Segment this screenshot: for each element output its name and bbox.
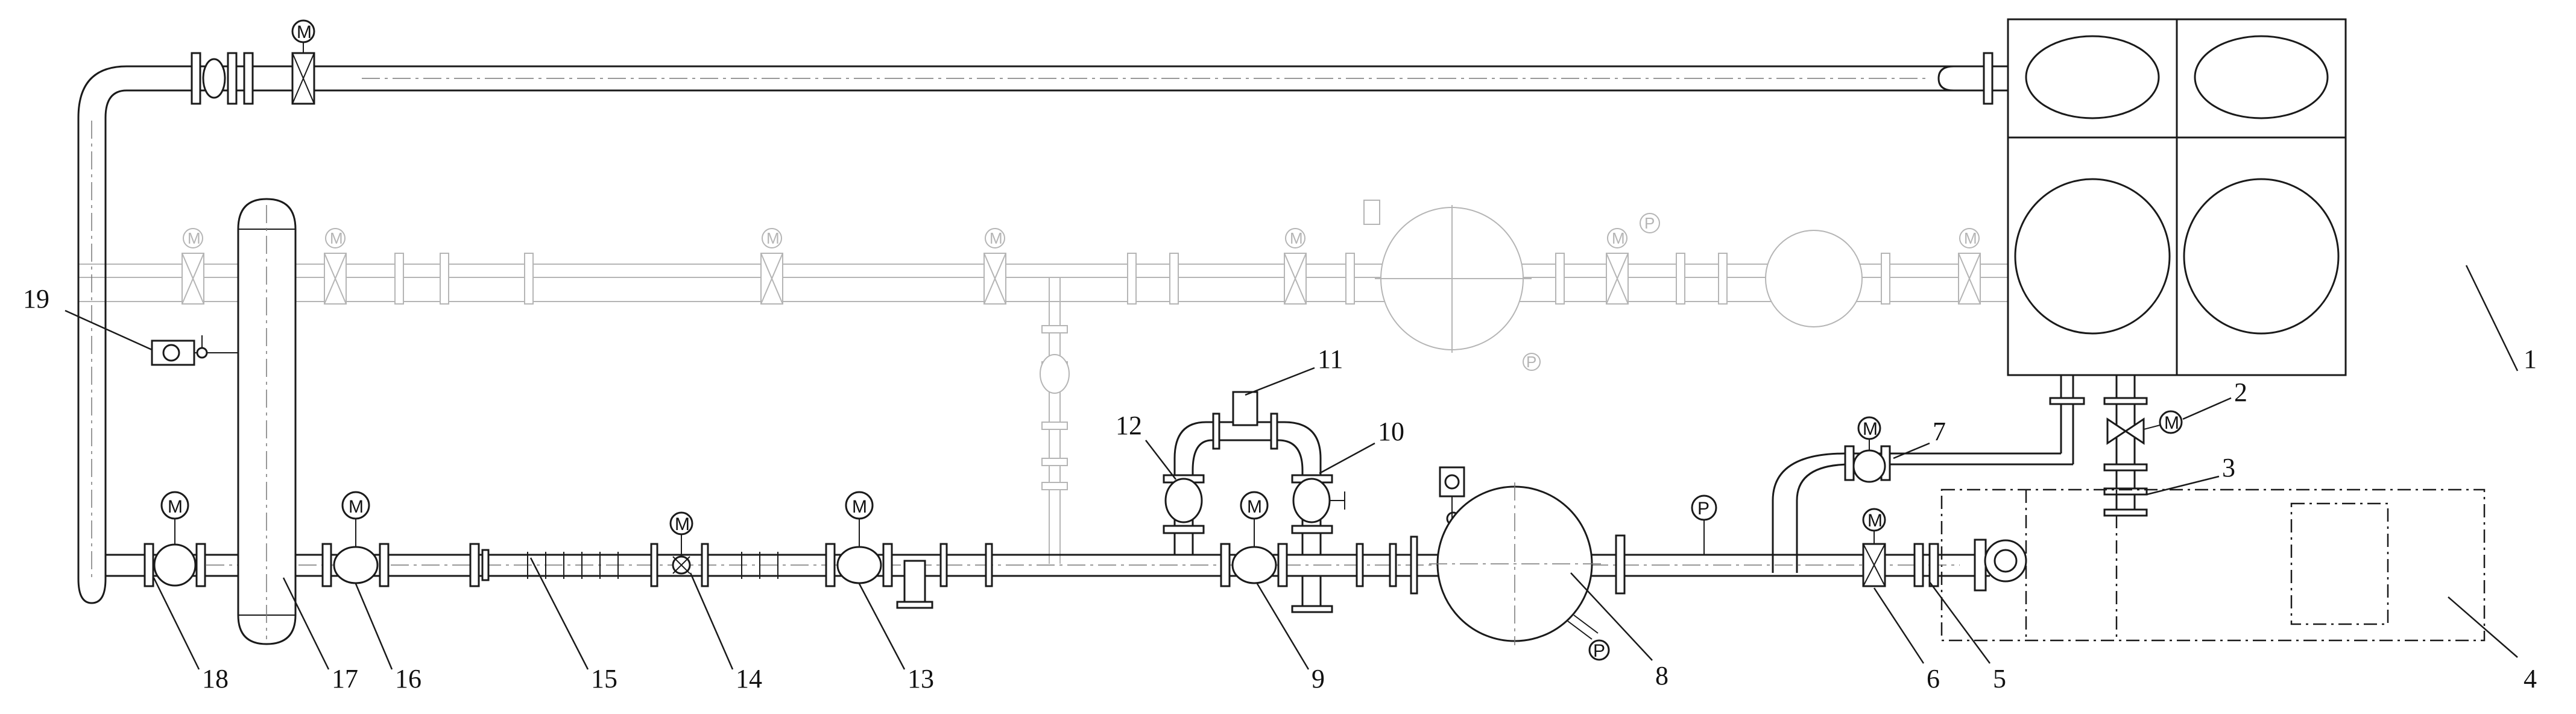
callout-12: 12 xyxy=(1116,411,1142,440)
callout-19: 19 xyxy=(23,284,49,314)
top-flange xyxy=(1983,52,1994,105)
ghost-valve-f: M xyxy=(1606,228,1629,305)
callout-4: 4 xyxy=(2524,664,2537,693)
callout-10: 10 xyxy=(1378,417,1404,446)
callout-5: 5 xyxy=(1993,664,2006,693)
callout-11: 11 xyxy=(1318,344,1343,374)
water-tank xyxy=(2007,18,2347,376)
ghost-valve-b: M xyxy=(324,228,347,305)
motor-symbol: M xyxy=(675,514,690,534)
valve-9 xyxy=(1231,546,1277,584)
valve-13: M xyxy=(741,491,993,609)
loop-valve-10 xyxy=(1292,478,1331,523)
motor-symbol: M xyxy=(2164,413,2179,433)
motor-symbol: M xyxy=(852,497,867,517)
ghost-motor-symbol: M xyxy=(766,229,780,247)
loop-flange xyxy=(1163,525,1205,534)
ghost-valve-d: M xyxy=(983,228,1006,305)
loop-valve-12 xyxy=(1164,478,1203,523)
ghost-motor-symbol: M xyxy=(990,229,1003,247)
valve-14: M xyxy=(650,511,709,587)
callout-8: 8 xyxy=(1655,661,1668,690)
tank-panel-circle xyxy=(2014,178,2171,335)
main-supply-pipe xyxy=(77,554,1990,604)
tank-outlet-pipes: M M xyxy=(1772,375,2183,573)
top-flange xyxy=(227,52,238,105)
tank-manhole xyxy=(2194,35,2329,119)
pressure-symbol: P xyxy=(1593,641,1605,661)
ghost-valve-c: M xyxy=(760,228,783,305)
ghost-motor-symbol: M xyxy=(330,229,343,247)
ghost-valve-e: M xyxy=(1284,228,1307,305)
pump-8: P xyxy=(1410,466,1626,661)
loop-flange xyxy=(1291,525,1333,534)
loop-device-11 xyxy=(1232,391,1258,426)
callout-3: 3 xyxy=(2222,453,2235,482)
top-flange xyxy=(191,52,201,105)
tank-panel-circle xyxy=(2183,178,2340,335)
callout-16: 16 xyxy=(395,664,421,693)
ghost-motor-symbol: M xyxy=(1964,229,1977,247)
pressure-symbol: P xyxy=(1697,499,1709,519)
callout-labels: 1 2 3 4 5 6 7 8 9 10 11 12 13 14 15 16 1… xyxy=(23,284,2537,693)
motor-symbol: M xyxy=(1247,497,1262,517)
tank-outlet-valve: M xyxy=(2106,410,2183,445)
ghost-secondary-unit xyxy=(1765,230,1863,327)
callout-18: 18 xyxy=(202,664,229,693)
callout-6: 6 xyxy=(1927,664,1940,693)
vertical-header-17 xyxy=(237,198,297,645)
callout-1: 1 xyxy=(2524,344,2537,374)
tank-manhole xyxy=(2025,35,2160,119)
ghost-valve-g: M xyxy=(1958,228,1981,305)
valve-16: M xyxy=(321,491,390,587)
filter-15 xyxy=(469,543,619,587)
motor-symbol: M xyxy=(1863,419,1878,439)
callout-7: 7 xyxy=(1933,417,1946,446)
ghost-valve-a: M xyxy=(182,228,204,305)
motor-symbol: M xyxy=(297,22,312,42)
top-check-valve xyxy=(202,58,226,99)
outlet-instruments: P M xyxy=(1691,494,2027,592)
callout-15: 15 xyxy=(591,664,617,693)
motor-symbol: M xyxy=(349,497,364,517)
ghost-pressure-symbol: P xyxy=(1644,214,1655,232)
valve-18: M xyxy=(144,491,206,587)
ghost-motor-symbol: M xyxy=(1612,229,1625,247)
top-return-pipe: M xyxy=(77,19,2008,579)
callout-13: 13 xyxy=(908,664,934,693)
callout-14: 14 xyxy=(736,664,762,693)
sensor-19 xyxy=(151,335,238,366)
ghost-pressure-symbol: P xyxy=(1526,353,1536,371)
top-flange xyxy=(243,52,254,105)
callout-2: 2 xyxy=(2234,378,2247,407)
flange-5 xyxy=(1913,543,1924,587)
ghost-motor-symbol: M xyxy=(1290,229,1303,247)
callout-9: 9 xyxy=(1312,664,1325,693)
callout-17: 17 xyxy=(332,664,358,693)
motor-symbol: M xyxy=(1867,511,1883,531)
ghost-motor-symbol: M xyxy=(188,229,201,247)
branch-check-valve xyxy=(1852,449,1886,483)
ghost-pipeline: M M M M M xyxy=(78,200,2008,564)
callout-leaders xyxy=(65,265,2519,670)
bypass-loop: M xyxy=(1163,391,1397,613)
top-motorised-valve: M xyxy=(291,19,315,105)
motor-symbol: M xyxy=(168,497,183,517)
